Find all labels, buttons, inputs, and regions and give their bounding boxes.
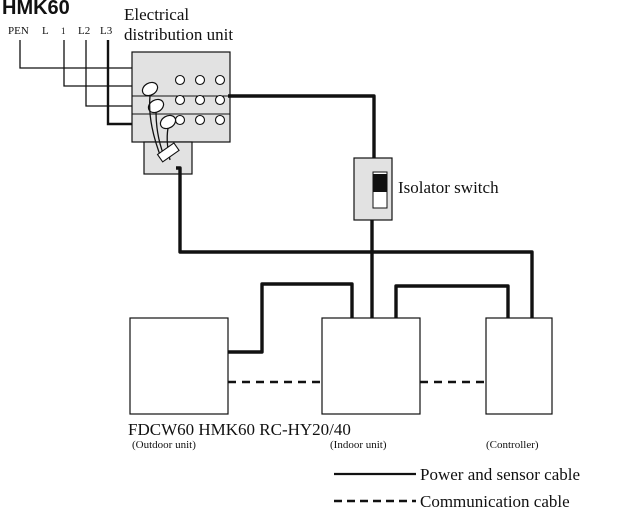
- supply-cables: [19, 40, 140, 126]
- label-l3: L3: [100, 25, 113, 37]
- legend-communication-label: Communication cable: [420, 492, 570, 511]
- isolator-switch: [353, 157, 393, 221]
- terminal-screws: [174, 74, 226, 126]
- supply-cable-l2: [85, 40, 138, 107]
- distribution-unit-label-line2: distribution unit: [124, 25, 233, 44]
- indoor-unit-box: [321, 317, 421, 415]
- indoor-unit-label: (Indoor unit): [330, 439, 387, 451]
- header-title: HMK60: [2, 0, 70, 19]
- legend: Power and sensor cable Communication cab…: [334, 465, 580, 511]
- supply-labels: PEN L 1 L2 L3: [8, 25, 113, 37]
- controller-label: (Controller): [486, 439, 539, 451]
- outdoor-unit-label: (Outdoor unit): [132, 439, 196, 451]
- isolator-switch-label: Isolator switch: [398, 178, 499, 197]
- cable-clamp: [156, 142, 180, 163]
- label-l2: L2: [78, 25, 90, 37]
- cable-distribution-to-controller: [176, 166, 534, 318]
- units-row-label: FDCW60 HMK60 RC-HY20/40: [128, 420, 351, 439]
- cable-outdoor-to-indoor: [228, 282, 354, 354]
- label-pen: PEN: [8, 25, 29, 37]
- isolator-switch-toggle: [373, 174, 387, 192]
- distribution-unit: [131, 51, 231, 175]
- supply-cable-pen: [19, 40, 138, 69]
- controller-box: [485, 317, 553, 415]
- label-l: L: [42, 25, 49, 37]
- supply-cable-l3: [106, 40, 140, 126]
- supply-cable-l1: [63, 40, 138, 87]
- cable-unit-to-isolator: [228, 94, 376, 160]
- cable-indoor-to-controller: [394, 284, 510, 318]
- outdoor-unit-box: [129, 317, 229, 415]
- cable-lugs: [141, 81, 177, 130]
- legend-power-label: Power and sensor cable: [420, 465, 580, 484]
- power-cables: [176, 94, 534, 354]
- label-1: 1: [61, 26, 66, 36]
- distribution-unit-label-line1: Electrical: [124, 5, 189, 24]
